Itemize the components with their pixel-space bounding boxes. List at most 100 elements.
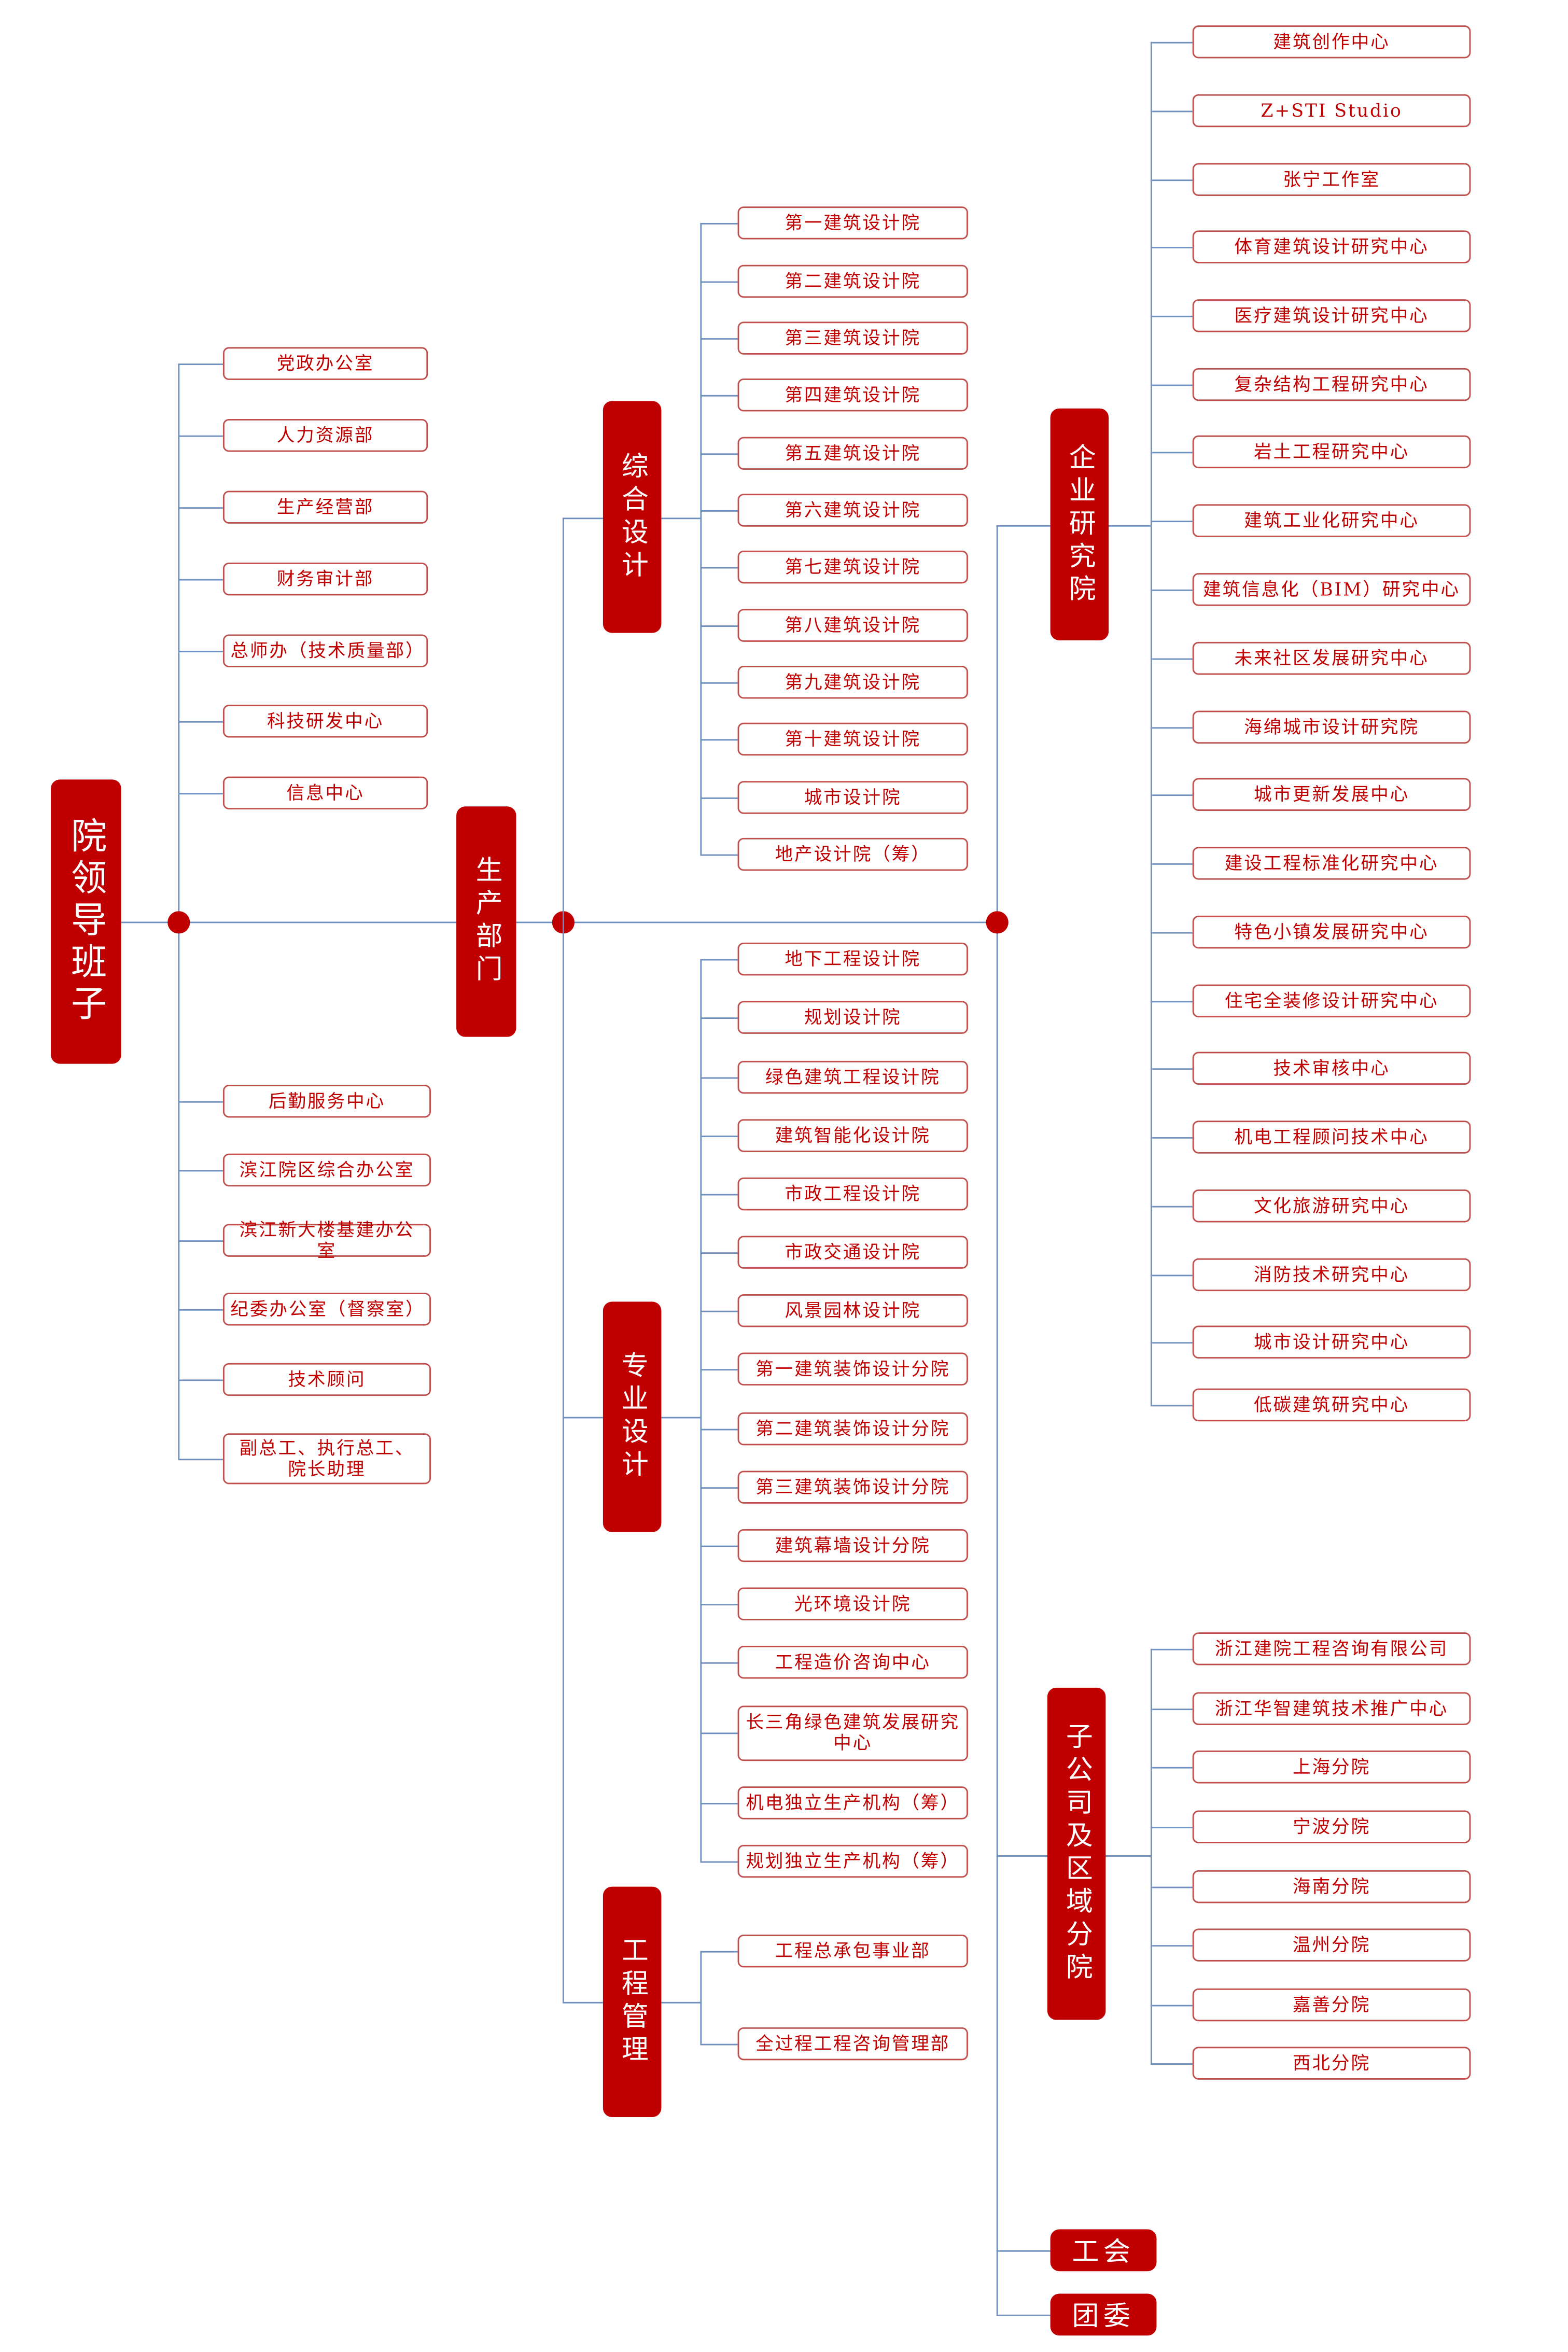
connector-line <box>178 579 223 581</box>
org-unit-box: 科技研发中心 <box>222 705 428 738</box>
connector-line <box>700 1861 738 1863</box>
connector-line <box>1150 863 1193 865</box>
connector-line <box>1150 1827 1193 1829</box>
connector-line <box>700 1429 738 1431</box>
connector-line <box>1150 1945 1193 1947</box>
org-unit-box: 浙江建院工程咨询有限公司 <box>1192 1632 1471 1665</box>
connector-line <box>1150 1001 1193 1003</box>
connector-line <box>700 682 738 684</box>
org-unit-box: 绿色建筑工程设计院 <box>737 1060 968 1094</box>
connector-line <box>700 1077 738 1079</box>
org-unit-box: 第二建筑设计院 <box>737 264 968 298</box>
junction-dot <box>166 910 190 933</box>
connector-line <box>1150 384 1193 386</box>
connector-line <box>1150 315 1193 317</box>
org-unit-box: 滨江新大楼基建办公室 <box>222 1220 431 1261</box>
connector-line <box>700 510 738 512</box>
org-unit-box: 第一建筑设计院 <box>737 206 968 240</box>
org-unit-box: 市政工程设计院 <box>737 1177 968 1211</box>
connector-line <box>996 1855 1047 1857</box>
connector-line <box>700 1604 738 1606</box>
connector-line <box>661 2001 701 2004</box>
org-unit-box: 城市设计院 <box>737 781 968 814</box>
connector-line <box>1150 41 1152 1405</box>
connector-line <box>700 567 738 569</box>
header-label: 团委 <box>1072 2301 1135 2333</box>
connector-line <box>700 1194 738 1196</box>
org-unit-box: 文化旅游研究中心 <box>1192 1189 1471 1223</box>
connector-line <box>178 507 223 509</box>
org-unit-box: 住宅全装修设计研究中心 <box>1192 984 1471 1018</box>
org-unit-box: 第九建筑设计院 <box>737 666 968 699</box>
org-unit-box: 城市更新发展中心 <box>1192 778 1471 811</box>
org-unit-box: 医疗建筑设计研究中心 <box>1192 299 1471 332</box>
union-header: 工会 <box>1050 2229 1157 2272</box>
org-unit-box: 光环境设计院 <box>737 1587 968 1620</box>
general-design-header: 综合设计 <box>603 401 662 633</box>
org-unit-box: 规划设计院 <box>737 1001 968 1034</box>
connector-line <box>1150 2005 1193 2007</box>
connector-line <box>178 1240 223 1242</box>
org-unit-box: 建筑幕墙设计分院 <box>737 1529 968 1562</box>
connector-line <box>1150 2063 1193 2065</box>
connector-line <box>700 222 702 855</box>
connector-line <box>1150 589 1193 591</box>
connector-line <box>562 517 564 2002</box>
connector-line <box>700 281 738 283</box>
junction-dot <box>985 910 1008 933</box>
org-unit-box: 技术审核中心 <box>1192 1052 1471 1085</box>
org-unit-box: 滨江院区综合办公室 <box>222 1153 431 1187</box>
connector-line <box>1150 1342 1193 1344</box>
connector-line <box>1150 1886 1193 1888</box>
connector-line <box>700 1369 738 1371</box>
connector-line <box>1150 1068 1193 1070</box>
connector-line <box>562 2001 603 2004</box>
connector-line <box>562 1417 603 1419</box>
org-unit-box: 技术顾问 <box>222 1363 431 1396</box>
production-header: 生产部门 <box>456 806 516 1037</box>
connector-line <box>700 395 738 397</box>
connector-line <box>700 739 738 741</box>
subsidiaries-header: 子公司及区域分院 <box>1047 1687 1106 2020</box>
org-unit-box: 第八建筑设计院 <box>737 609 968 642</box>
connector-line <box>178 1170 223 1172</box>
connector-line <box>700 1545 738 1547</box>
connector-line <box>1109 525 1151 527</box>
connector-line <box>1150 179 1193 181</box>
connector-line <box>178 1309 223 1311</box>
connector-line <box>1150 1648 1152 2064</box>
org-unit-box: 浙江华智建筑技术推广中心 <box>1192 1692 1471 1725</box>
connector-line <box>700 1662 738 1664</box>
connector-line <box>1150 1405 1193 1407</box>
connector-line <box>1150 452 1193 454</box>
connector-line <box>700 1803 738 1804</box>
connector-line <box>1150 794 1193 796</box>
connector-line <box>700 1252 738 1254</box>
org-unit-box: 宁波分院 <box>1192 1810 1471 1843</box>
org-unit-box: 嘉善分院 <box>1192 1988 1471 2022</box>
connector-line <box>700 1732 738 1734</box>
connector-line <box>178 435 223 437</box>
connector-line <box>996 525 1051 527</box>
org-unit-box: 工程造价咨询中心 <box>737 1646 968 1679</box>
connector-line <box>700 625 738 627</box>
org-unit-box: 第一建筑装饰设计分院 <box>737 1352 968 1385</box>
org-unit-box: 工程总承包事业部 <box>737 1934 968 1968</box>
org-unit-box: 上海分院 <box>1192 1751 1471 1784</box>
connector-line <box>1150 1206 1193 1208</box>
connector-line <box>700 1310 738 1312</box>
org-unit-box: 建筑创作中心 <box>1192 25 1471 59</box>
org-unit-box: 建设工程标准化研究中心 <box>1192 847 1471 880</box>
org-unit-box: 第十建筑设计院 <box>737 722 968 756</box>
connector-line <box>700 1017 738 1019</box>
org-unit-box: 生产经营部 <box>222 491 428 524</box>
org-unit-box: 地产设计院（筹） <box>737 837 968 871</box>
org-unit-box: 岩土工程研究中心 <box>1192 435 1471 469</box>
org-unit-box: 建筑工业化研究中心 <box>1192 504 1471 537</box>
specialized-design-header: 专业设计 <box>603 1301 662 1532</box>
org-unit-box: 海南分院 <box>1192 1870 1471 1903</box>
org-unit-box: 西北分院 <box>1192 2047 1471 2080</box>
org-unit-box: 信息中心 <box>222 776 428 810</box>
engineering-management-header: 工程管理 <box>603 1886 662 2117</box>
header-label: 工会 <box>1072 2236 1135 2269</box>
